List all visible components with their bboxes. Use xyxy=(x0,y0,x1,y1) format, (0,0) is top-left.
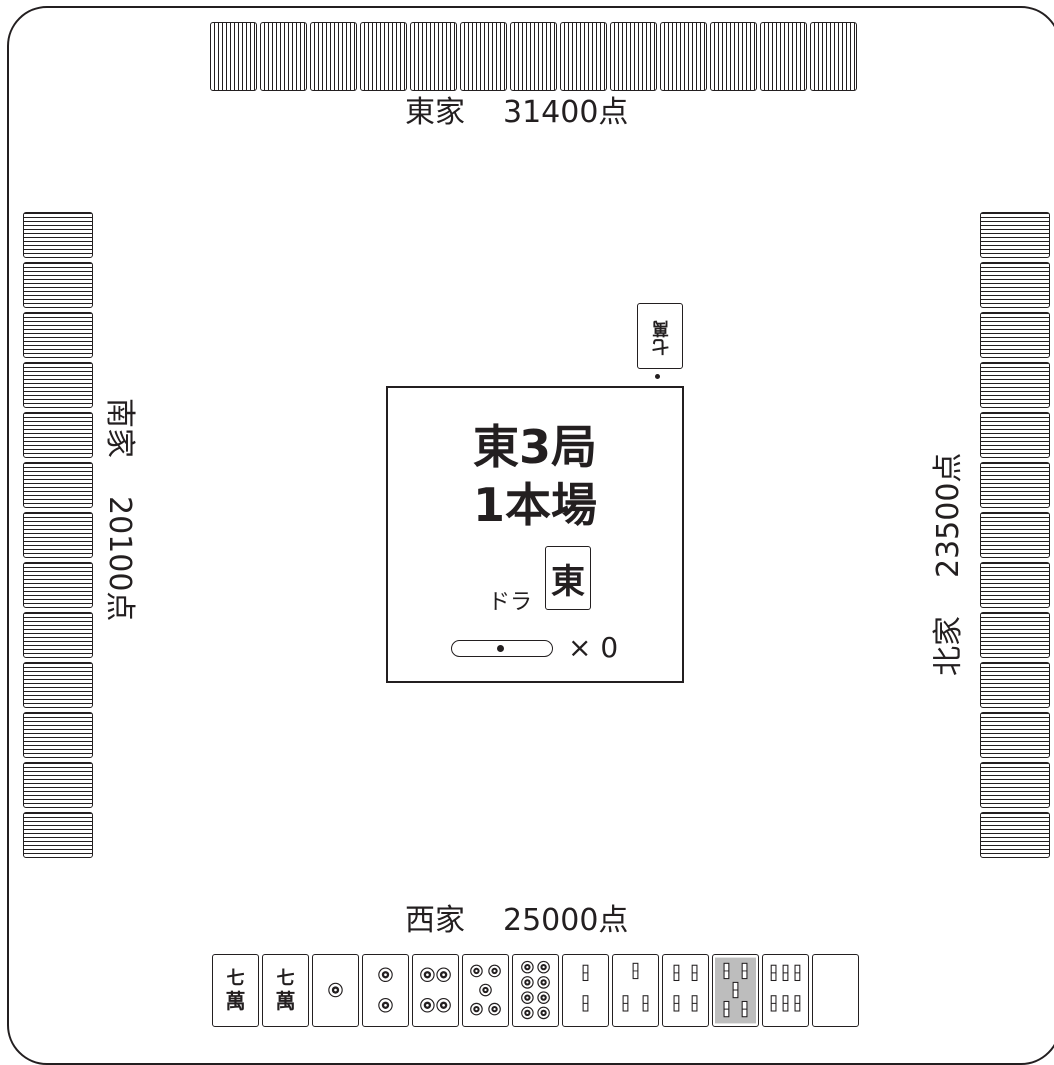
riichi-stick-count: × 0 xyxy=(568,631,619,664)
riichi-marker xyxy=(655,374,660,379)
tile-back xyxy=(660,22,707,91)
tile-back xyxy=(23,412,93,458)
hand-tile-man[interactable]: 七萬 xyxy=(262,954,309,1027)
tile-back xyxy=(460,22,507,91)
tile-back xyxy=(980,412,1050,458)
tile-back xyxy=(260,22,307,91)
bamboo-tile-face xyxy=(715,957,756,1024)
tile-back xyxy=(510,22,557,91)
tile-back xyxy=(980,662,1050,708)
circle-tile-face xyxy=(465,957,506,1024)
round-info-panel: 東3局 1本場 ドラ 東 × 0 xyxy=(386,386,684,683)
tile-back xyxy=(23,262,93,308)
tile-back xyxy=(23,362,93,408)
bamboo-tile-face xyxy=(665,957,706,1024)
tile-back xyxy=(980,312,1050,358)
blank-tile-face xyxy=(815,957,856,1024)
tile-back xyxy=(23,762,93,808)
north-seat-label: 北家 23500点 xyxy=(931,452,966,676)
tile-back xyxy=(560,22,607,91)
south-seat-label: 南家 20100点 xyxy=(102,398,137,622)
bamboo-tile-face xyxy=(565,957,606,1024)
tile-back xyxy=(980,712,1050,758)
east-score: 31400点 xyxy=(503,95,629,130)
circle-tile-face xyxy=(365,957,406,1024)
tile-back xyxy=(23,512,93,558)
tile-back xyxy=(23,562,93,608)
round-title: 東3局 xyxy=(472,420,597,474)
hand-tile-pin[interactable] xyxy=(412,954,459,1027)
tile-back xyxy=(23,612,93,658)
discarded-tile: 七 萬 xyxy=(637,303,683,369)
tile-back xyxy=(23,712,93,758)
tile-back xyxy=(610,22,657,91)
south-score: 20100点 xyxy=(102,496,137,622)
hand-tile-sou[interactable] xyxy=(712,954,759,1027)
hand-tile-pin[interactable] xyxy=(312,954,359,1027)
tile-back xyxy=(710,22,757,91)
tile-back xyxy=(23,312,93,358)
tile-back xyxy=(410,22,457,91)
tile-back xyxy=(310,22,357,91)
tile-back xyxy=(23,212,93,258)
hand-tile-pin[interactable] xyxy=(462,954,509,1027)
tile-back xyxy=(980,762,1050,808)
circle-tile-face xyxy=(315,957,356,1024)
hand-tile-sou[interactable] xyxy=(612,954,659,1027)
hand-tile-sou[interactable] xyxy=(662,954,709,1027)
hand-tile-sou[interactable] xyxy=(562,954,609,1027)
bamboo-tile-face xyxy=(765,957,806,1024)
west-score: 25000点 xyxy=(503,903,629,938)
tile-back xyxy=(360,22,407,91)
west-seat-label: 西家 25000点 xyxy=(405,906,628,936)
east-wind: 東家 xyxy=(405,95,465,130)
tile-back xyxy=(980,812,1050,858)
tile-back xyxy=(23,462,93,508)
north-score: 23500点 xyxy=(931,452,966,578)
tile-back xyxy=(980,362,1050,408)
circle-tile-face xyxy=(415,957,456,1024)
honba-count: 1本場 xyxy=(472,478,597,532)
tile-back xyxy=(980,612,1050,658)
riichi-stick-icon xyxy=(451,640,553,657)
tile-back xyxy=(980,562,1050,608)
west-wind: 西家 xyxy=(405,903,465,938)
character-tile-face: 七萬 xyxy=(275,968,296,1013)
north-wind: 北家 xyxy=(931,616,966,676)
dora-indicator-tile: 東 xyxy=(545,546,591,610)
tile-back xyxy=(810,22,857,91)
tile-back xyxy=(980,212,1050,258)
tile-back xyxy=(760,22,807,91)
dora-label: ドラ xyxy=(488,590,533,615)
tile-back xyxy=(980,262,1050,308)
discarded-tile-face: 七 萬 xyxy=(651,318,669,356)
tile-back xyxy=(23,812,93,858)
hand-tile-man[interactable]: 七萬 xyxy=(212,954,259,1027)
hand-tile-pin[interactable] xyxy=(512,954,559,1027)
east-seat-label: 東家 31400点 xyxy=(405,98,628,128)
hand-tile-pin[interactable] xyxy=(362,954,409,1027)
hand-tile-sou[interactable] xyxy=(762,954,809,1027)
bamboo-tile-face xyxy=(615,957,656,1024)
character-tile-face: 七萬 xyxy=(225,968,246,1013)
hand-tile-blank[interactable] xyxy=(812,954,859,1027)
south-wind: 南家 xyxy=(102,398,137,458)
tile-back xyxy=(210,22,257,91)
tile-back xyxy=(980,462,1050,508)
tile-back xyxy=(23,662,93,708)
circle-tile-face xyxy=(515,957,556,1024)
tile-back xyxy=(980,512,1050,558)
